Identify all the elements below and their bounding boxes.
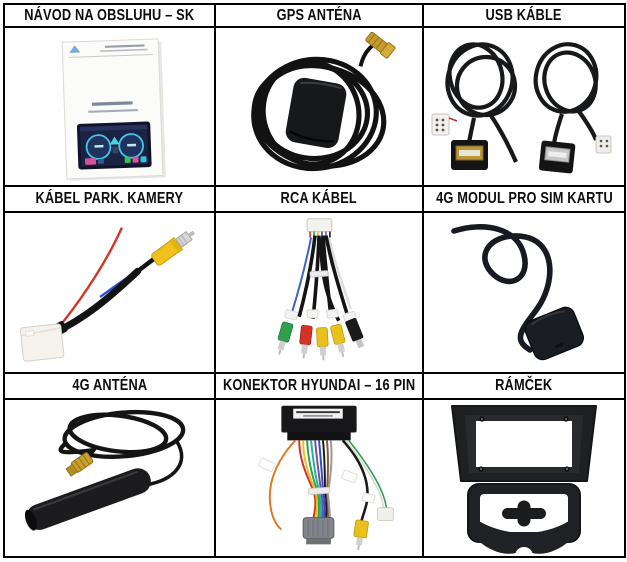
radio-frame-photo (424, 400, 624, 556)
product-title: 4G ANTÉNA (72, 377, 147, 394)
product-title: GPS ANTÉNA (276, 6, 362, 24)
user-manual-photo (5, 28, 216, 187)
product-title: RCA KÁBEL (280, 190, 358, 207)
product-title: 4G MODUL PRO SIM KARTU (435, 190, 613, 207)
header-cell-parking-camera-cable: KÁBEL PARK. KAMERY (5, 187, 216, 213)
header-cell-hyundai-connector: KONEKTOR HYUNDAI – 16 PIN (216, 374, 424, 400)
product-title: USB KÁBLE (485, 6, 563, 24)
4g-antenna-photo (5, 400, 216, 556)
product-title: RÁMČEK (495, 377, 553, 394)
header-cell-rca-cable: RCA KÁBEL (216, 187, 424, 213)
header-cell-manual: NÁVOD NA OBSLUHU – SK (5, 5, 216, 28)
product-title: KONEKTOR HYUNDAI – 16 PIN (222, 377, 416, 394)
header-cell-4g-antenna: 4G ANTÉNA (5, 374, 216, 400)
header-cell-4g-sim-module: 4G MODUL PRO SIM KARTU (424, 187, 624, 213)
gps-antenna-photo (216, 28, 424, 187)
header-cell-gps-antenna: GPS ANTÉNA (216, 5, 424, 28)
header-cell-usb-cables: USB KÁBLE (424, 5, 624, 28)
4g-sim-module-photo (424, 213, 624, 374)
parking-camera-cable-photo (5, 213, 216, 374)
contents-table: NÁVOD NA OBSLUHU – SK GPS ANTÉNA USB KÁB… (3, 3, 626, 558)
usb-cables-photo (424, 28, 624, 187)
rca-cable-photo (216, 213, 424, 374)
hyundai-16pin-connector-photo (216, 400, 424, 556)
header-cell-frame: RÁMČEK (424, 374, 624, 400)
product-title: KÁBEL PARK. KAMERY (35, 190, 184, 207)
product-title: NÁVOD NA OBSLUHU – SK (24, 6, 195, 24)
